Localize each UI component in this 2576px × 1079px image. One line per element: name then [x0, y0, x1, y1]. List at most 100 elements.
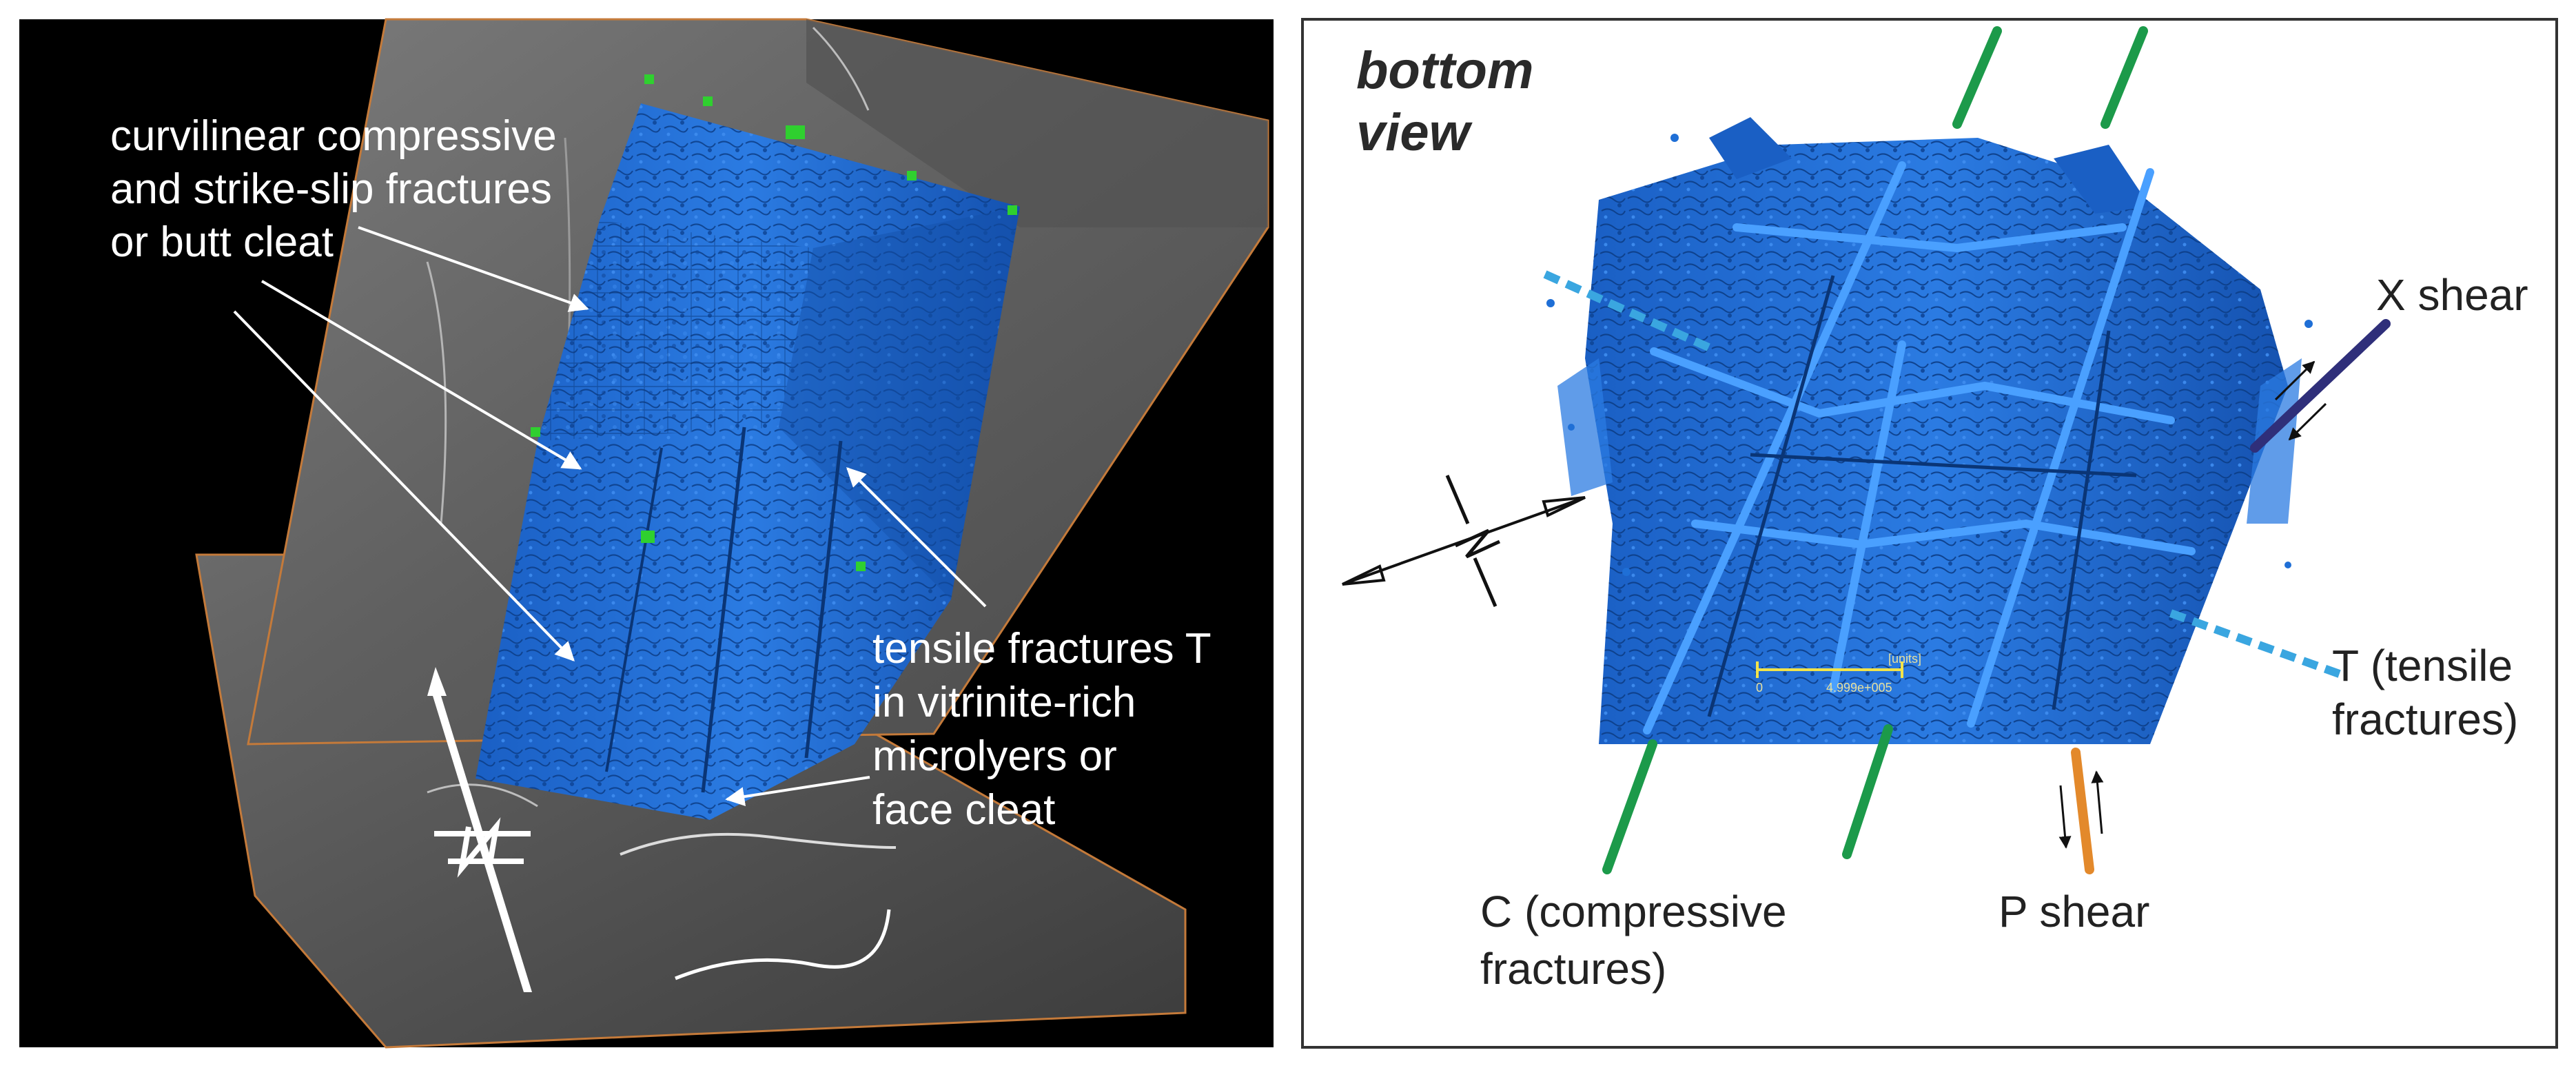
- leader-line: [725, 776, 870, 806]
- leader-line: [260, 280, 582, 470]
- slab-fracture-trace: [426, 261, 447, 524]
- view-label: bottom view: [1356, 41, 1548, 162]
- x-shear-symbol: [2250, 319, 2391, 453]
- label-t-line-2: fractures): [2332, 695, 2518, 744]
- view-label-line-1: bottom: [1356, 41, 1533, 100]
- stress-arrowhead: [1342, 564, 1386, 586]
- annotation-tensile-line-3: microlyers or: [872, 732, 1117, 780]
- t-line-lower: [2169, 609, 2345, 679]
- fracture-plane: [605, 447, 663, 772]
- annotation-curvilinear-line-3: or butt cleat: [110, 218, 334, 266]
- scale-bar-start: 0: [1756, 681, 1763, 695]
- speckle: [2304, 320, 2313, 328]
- network-fragment: [2247, 358, 2302, 524]
- annotation-curvilinear-line-1: curvilinear compressive: [110, 112, 557, 160]
- x-shear-arrow: [2274, 360, 2316, 401]
- shear-zigzag: [1454, 528, 1501, 559]
- fracture-plane-c: [1643, 161, 1906, 734]
- floor-fracture-trace: [427, 783, 538, 808]
- network-fragment: [1557, 358, 1613, 496]
- p-shear-arrow: [2058, 785, 2072, 849]
- view-label-line-2: view: [1356, 103, 1473, 162]
- fracture-plane: [804, 440, 843, 759]
- p-shear-line: [2071, 748, 2094, 874]
- floor-fracture-trace: [675, 909, 891, 980]
- network-texture: [1585, 138, 2288, 744]
- green-marker: [644, 74, 654, 84]
- right-panel: bottom view: [1301, 18, 2558, 1049]
- fracture-plane-c: [1967, 168, 2154, 728]
- fracture-plane-t: [1732, 223, 2127, 253]
- slab-shadow: [806, 19, 1268, 227]
- x-shear-line: [2250, 319, 2391, 453]
- c-fracture-lines: [1602, 26, 2148, 874]
- green-marker: [856, 562, 866, 571]
- c-line-top-right: [2100, 26, 2148, 129]
- label-c-line-1: C (compressive: [1480, 887, 1787, 936]
- annotation-tensile-line-2: in vitrinite-rich: [872, 679, 1136, 726]
- dark-fracture-line: [2052, 330, 2111, 710]
- green-marker: [786, 125, 805, 139]
- x-shear-arrow: [2288, 402, 2327, 441]
- shear-zigzag: [457, 817, 501, 878]
- dark-fracture-lines: [1707, 275, 2137, 717]
- fracture-network-block: [476, 103, 1020, 820]
- label-c-fractures: C (compressive fractures): [1480, 887, 1799, 994]
- speckle: [1670, 134, 1679, 142]
- dark-fracture-line: [1750, 453, 2137, 477]
- green-marker: [1008, 205, 1017, 215]
- label-x-shear: X shear: [2376, 270, 2528, 320]
- t-line-upper: [1543, 270, 1717, 354]
- annotation-tensile-line-1: tensile fractures T: [872, 625, 1211, 672]
- network-fragment: [2054, 145, 2150, 214]
- p-shear-symbol: [2058, 748, 2104, 874]
- scale-bar: [units] 0 4.999e+005: [1756, 652, 1921, 695]
- stress-arrow-shaft: [427, 667, 532, 992]
- leader-line: [358, 226, 589, 312]
- label-t-fractures: T (tensile fractures): [2332, 641, 2525, 744]
- shear-tick: [1473, 557, 1497, 607]
- network-fragment: [1709, 117, 1792, 179]
- speckles: [1546, 134, 2313, 576]
- scale-bar-unit: [units]: [1888, 652, 1921, 666]
- scale-bar-end: 4.999e+005: [1826, 681, 1892, 695]
- label-c-line-2: fractures): [1480, 944, 1666, 994]
- stress-direction-symbol-right: [1342, 475, 1586, 607]
- fracture-network-bottom-view: [units] 0 4.999e+005: [1546, 117, 2313, 744]
- shear-tick: [1445, 475, 1470, 524]
- annotation-curvilinear: curvilinear compressive and strike-slip …: [110, 112, 569, 266]
- green-marker: [907, 171, 917, 181]
- speckle: [1568, 424, 1575, 431]
- leader-line: [846, 467, 987, 608]
- speckle: [1546, 299, 1555, 307]
- fracture-block-texture: [538, 220, 813, 441]
- c-line-top-left: [1952, 26, 2002, 129]
- c-line-bottom-right: [1842, 724, 1893, 859]
- fracture-plane-t: [1650, 347, 2175, 424]
- fracture-plane: [701, 427, 746, 793]
- annotation-tensile-line-4: face cleat: [872, 786, 1055, 834]
- fracture-plane-t: [1691, 519, 2196, 555]
- leader-lines: [233, 226, 987, 806]
- speckle: [1622, 568, 1631, 576]
- stress-direction-symbol-left: [427, 667, 532, 992]
- label-p-shear: P shear: [1999, 887, 2149, 936]
- annotation-curvilinear-line-2: and strike-slip fractures: [110, 165, 552, 213]
- p-shear-arrow: [2091, 770, 2104, 834]
- speckle: [2284, 562, 2291, 568]
- fracture-block-side: [779, 207, 1020, 599]
- stress-arrowhead: [1542, 496, 1586, 517]
- label-t-line-1: T (tensile: [2332, 641, 2513, 690]
- slab-fracture-trace: [812, 26, 870, 111]
- green-markers: [531, 74, 1017, 571]
- green-marker: [703, 96, 713, 106]
- floor-fracture-trace: [620, 832, 897, 856]
- green-marker: [641, 531, 655, 543]
- c-line-bottom-left: [1602, 739, 1657, 874]
- green-marker: [531, 427, 540, 437]
- annotation-tensile: tensile fractures T in vitrinite-rich mi…: [872, 625, 1223, 834]
- bright-fracture-planes: [1643, 161, 2196, 734]
- leader-line: [233, 310, 575, 662]
- dark-fracture-line: [1707, 275, 1835, 717]
